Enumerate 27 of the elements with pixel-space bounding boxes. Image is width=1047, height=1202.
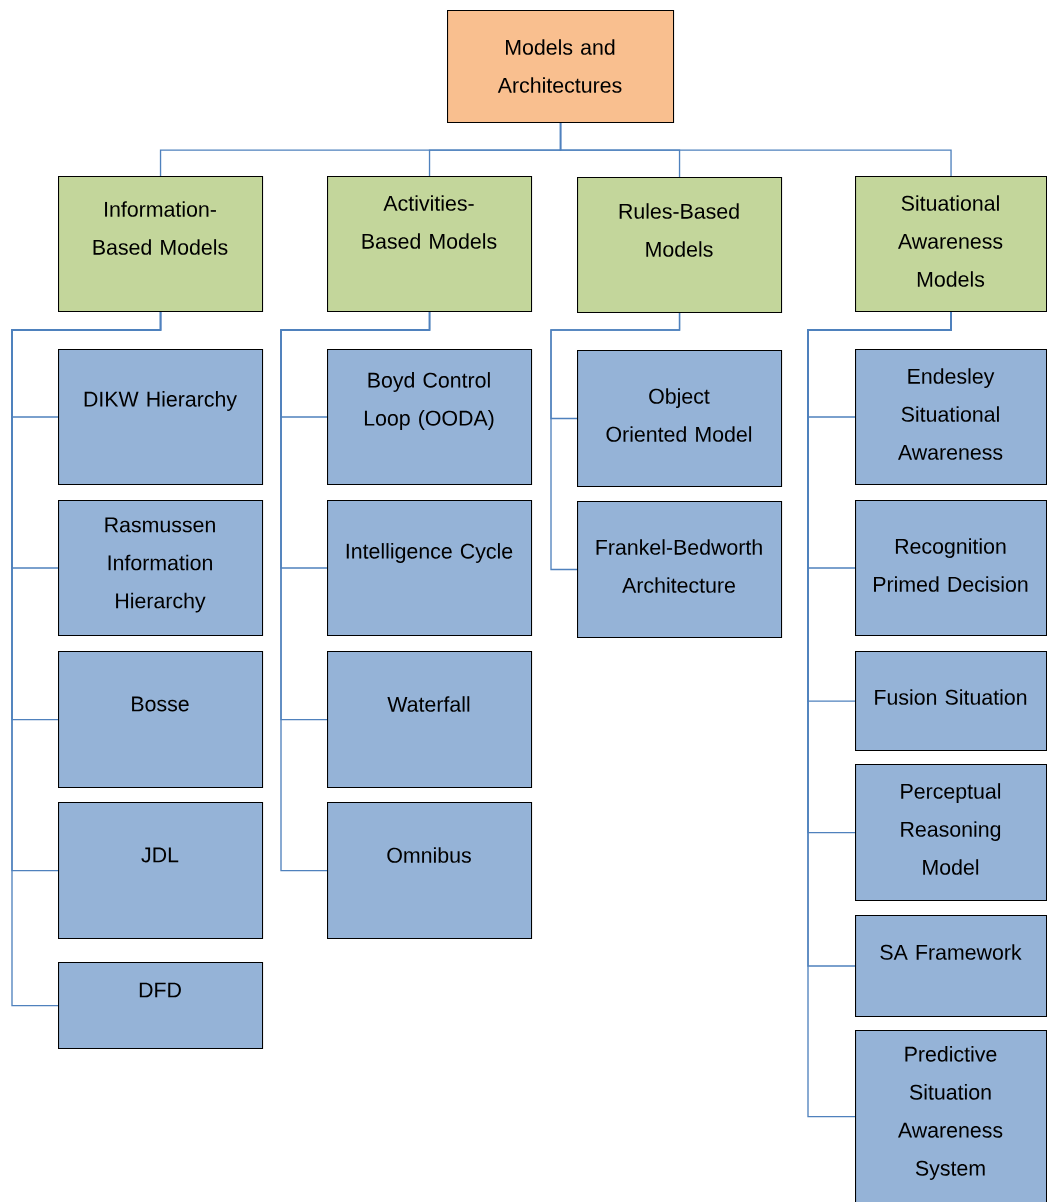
model-box: Omnibus	[327, 802, 533, 940]
model-box: Waterfall	[327, 651, 533, 789]
model-box: Object Oriented Model	[577, 350, 783, 488]
model-box: DIKW Hierarchy	[58, 349, 264, 486]
model-box: Predictive Situation Awareness System	[855, 1030, 1047, 1202]
category-box: Information-Based Models	[58, 176, 264, 313]
category-box: Situational Awareness Models	[855, 176, 1047, 313]
connector	[559, 122, 952, 177]
model-box: DFD	[58, 962, 264, 1050]
model-box: Bosse	[58, 651, 264, 789]
model-box: Rasmussen Information Hierarchy	[58, 500, 264, 637]
connector	[807, 311, 952, 1118]
model-box: Intelligence Cycle	[327, 500, 533, 637]
model-box: JDL	[58, 802, 264, 940]
model-box: Recognition Primed Decision	[855, 500, 1047, 637]
model-box: Endesley Situational Awareness	[855, 349, 1047, 486]
category-box: Activities-Based Models	[327, 176, 533, 313]
model-box: Perceptual Reasoning Model	[855, 764, 1047, 902]
root-box: Models and Architectures	[447, 10, 675, 124]
category-box: Rules-Based Models	[577, 177, 783, 314]
model-box: Boyd Control Loop (OODA)	[327, 349, 533, 486]
model-box: Frankel-Bedworth Architecture	[577, 501, 783, 639]
connector	[550, 312, 681, 571]
model-box: Fusion Situation	[855, 651, 1047, 752]
model-box: SA Framework	[855, 915, 1047, 1018]
connector	[280, 311, 431, 872]
connector	[11, 311, 162, 1007]
